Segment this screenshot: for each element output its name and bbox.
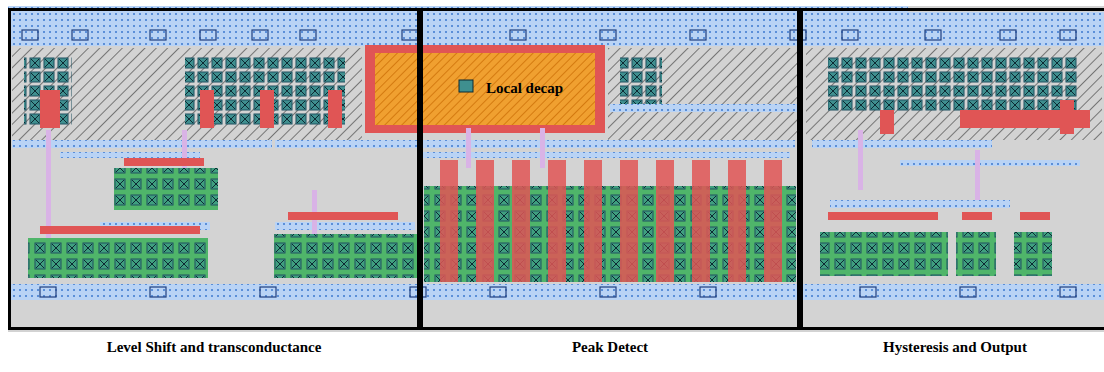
decap-label: Local decap bbox=[486, 80, 563, 97]
layout-block-outline: Hysteresis and Output bbox=[800, 8, 1104, 330]
decap-region: Local decap bbox=[368, 48, 608, 136]
layout-block-outline: Peak DetectLocal decap bbox=[420, 8, 800, 330]
block-heading: Peak Detect bbox=[423, 339, 797, 356]
layout-block-outline: Level Shift and transconductance bbox=[8, 8, 420, 330]
block-heading: Level Shift and transconductance bbox=[11, 339, 417, 356]
block-heading: Hysteresis and Output bbox=[803, 339, 1104, 356]
